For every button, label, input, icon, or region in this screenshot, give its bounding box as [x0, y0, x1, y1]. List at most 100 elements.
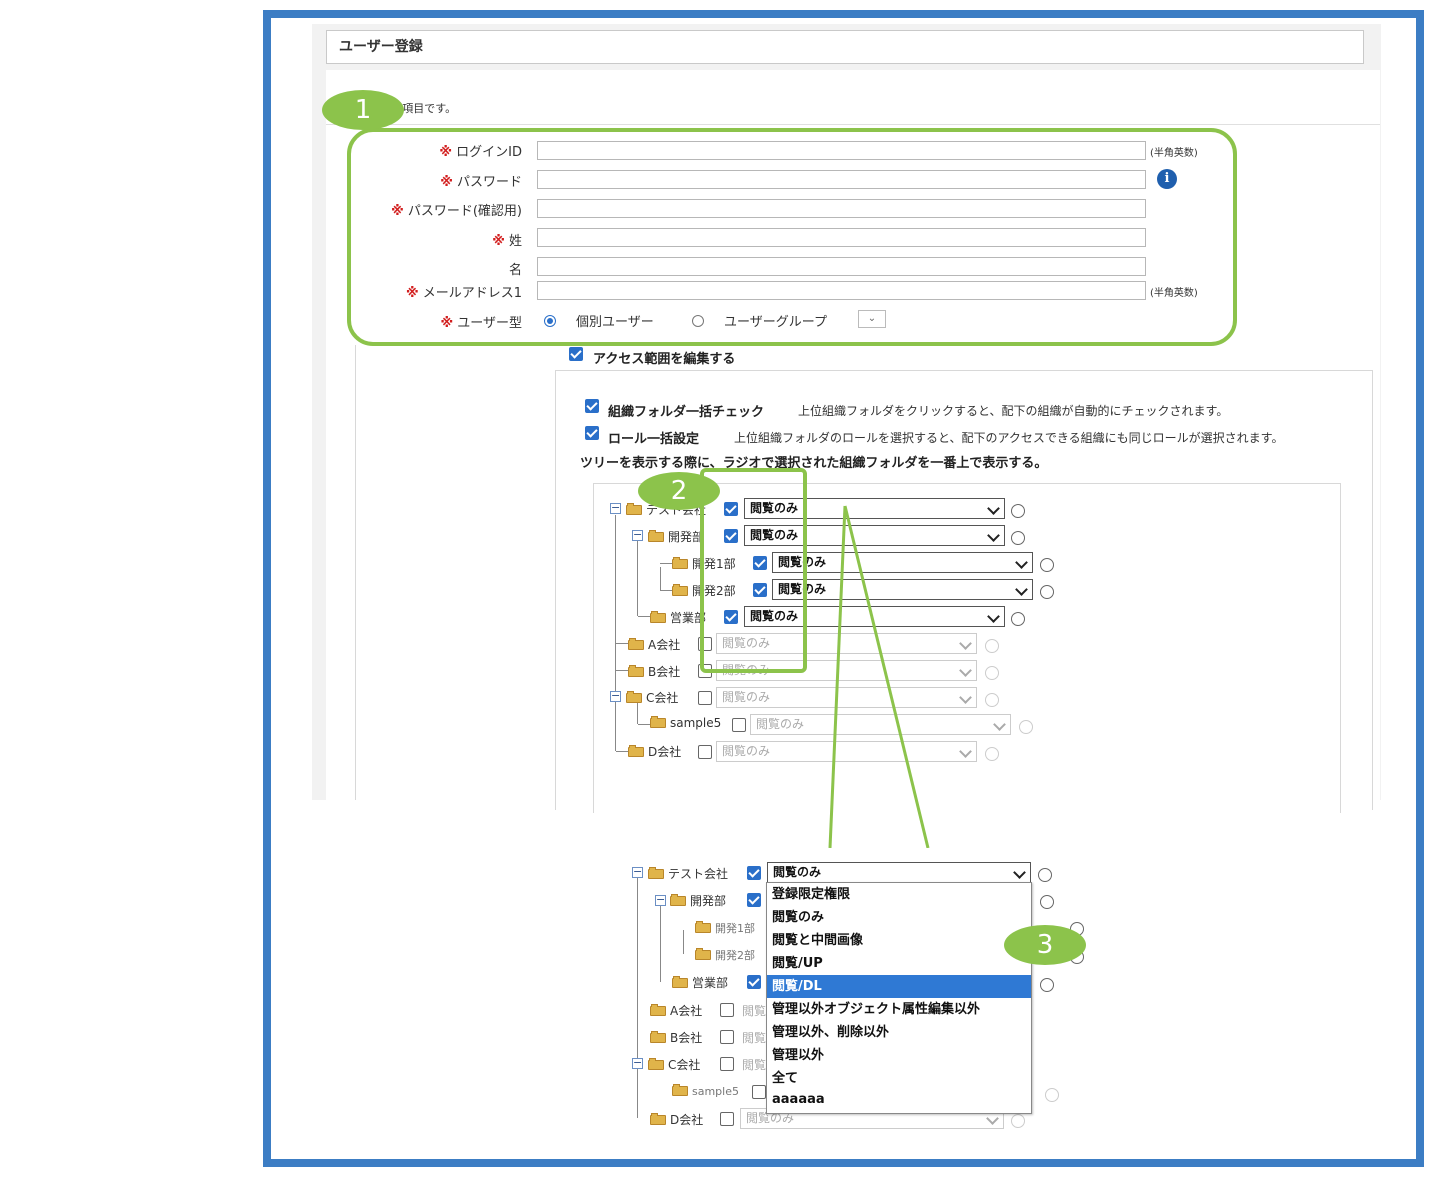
user-type-individual-radio[interactable]	[544, 315, 556, 327]
tree-node[interactable]: B会社	[650, 1029, 702, 1046]
tree-node[interactable]: C会社	[626, 689, 678, 706]
login-id-hint: (半角英数)	[1150, 148, 1198, 159]
tree-checkbox[interactable]	[720, 1057, 734, 1071]
tree-checkbox[interactable]	[720, 1112, 734, 1126]
tree-radio[interactable]	[1040, 978, 1054, 992]
last-name-input[interactable]	[537, 228, 1146, 247]
tree-checkbox[interactable]	[698, 691, 712, 705]
collapse-icon[interactable]: −	[632, 1056, 643, 1069]
dropdown-option[interactable]: 閲覧のみ	[772, 910, 825, 925]
tree-node[interactable]: sample5	[672, 1084, 739, 1098]
callout-3-badge: 3	[1004, 925, 1086, 965]
tree-node[interactable]: D会社	[628, 743, 681, 760]
role-select[interactable]: 閲覧のみ	[750, 714, 1011, 735]
tree-checkbox[interactable]	[720, 1003, 734, 1017]
dropdown-option[interactable]: 管理以外、削除以外	[772, 1025, 890, 1040]
tree-checkbox[interactable]	[747, 866, 761, 880]
role-select[interactable]: 閲覧のみ	[744, 498, 1005, 519]
tree-radio[interactable]	[1011, 612, 1025, 626]
tree-radio[interactable]	[1011, 1114, 1025, 1128]
tree-checkbox[interactable]	[753, 556, 767, 570]
folder-icon	[628, 745, 646, 757]
tree-radio[interactable]	[1011, 504, 1025, 518]
tree-checkbox[interactable]	[747, 975, 761, 989]
info-icon[interactable]: i	[1157, 169, 1177, 189]
tree-radio[interactable]	[1040, 585, 1054, 599]
bulk-check-desc: 上位組織フォルダをクリックすると、配下の組織が自動的にチェックされます。	[798, 404, 1229, 418]
tree-checkbox[interactable]	[753, 583, 767, 597]
tree-node[interactable]: 開発部	[648, 528, 704, 545]
dropdown-option[interactable]: 管理以外オブジェクト属性編集以外	[772, 1002, 981, 1017]
tree-radio[interactable]	[1038, 868, 1052, 882]
tree-node[interactable]: 開発部	[670, 892, 726, 909]
role-bulk-checkbox[interactable]	[585, 426, 599, 440]
tree-radio[interactable]	[1011, 531, 1025, 545]
first-name-label: 名	[508, 263, 522, 278]
dropdown-option[interactable]: 閲覧と中間画像	[772, 933, 864, 948]
collapse-icon[interactable]: −	[632, 528, 643, 541]
tree-line	[660, 567, 661, 590]
email-input[interactable]	[537, 281, 1146, 300]
role-select[interactable]: 閲覧のみ	[772, 552, 1033, 573]
tree-node[interactable]: 営業部	[650, 609, 706, 626]
user-group-select[interactable]: ⌄	[858, 310, 886, 328]
tree-checkbox[interactable]	[732, 718, 746, 732]
tree-radio[interactable]	[1040, 895, 1054, 909]
tree-checkbox[interactable]	[720, 1030, 734, 1044]
tree-node[interactable]: 開発1部	[695, 920, 755, 936]
tree-checkbox[interactable]	[724, 502, 738, 516]
role-select-partial[interactable]: 閲覧	[742, 1004, 767, 1018]
role-dropdown-list[interactable]: 登録限定権限 閲覧のみ 閲覧と中間画像 閲覧/UP 閲覧/DL 管理以外オブジェ…	[766, 882, 1032, 1114]
user-type-group-radio[interactable]	[692, 315, 704, 327]
folder-icon	[628, 638, 646, 650]
tree-node[interactable]: A会社	[628, 636, 680, 653]
tree-checkbox[interactable]	[747, 893, 761, 907]
dropdown-option-highlighted[interactable]: 閲覧/DL	[767, 975, 1031, 998]
tree-node[interactable]: 開発2部	[695, 947, 755, 963]
tree-radio[interactable]	[985, 747, 999, 761]
role-select[interactable]: 閲覧のみ	[716, 687, 977, 708]
tree-radio[interactable]	[985, 693, 999, 707]
role-select-partial[interactable]: 閲覧	[742, 1058, 767, 1072]
tree-node[interactable]: A会社	[650, 1002, 702, 1019]
dropdown-option[interactable]: 閲覧/UP	[772, 956, 823, 971]
dropdown-option[interactable]: 管理以外	[772, 1048, 825, 1063]
tree-checkbox[interactable]	[752, 1085, 766, 1099]
tree-radio[interactable]	[985, 666, 999, 680]
role-select[interactable]: 閲覧のみ	[716, 633, 977, 654]
tree-checkbox[interactable]	[698, 745, 712, 759]
role-select[interactable]: 閲覧のみ	[716, 741, 977, 762]
bulk-check-checkbox[interactable]	[585, 399, 599, 413]
tree-node[interactable]: B会社	[628, 663, 680, 680]
tree-radio[interactable]	[985, 639, 999, 653]
collapse-icon[interactable]: −	[632, 865, 643, 878]
tree-node[interactable]: D会社	[650, 1111, 703, 1128]
dropdown-option[interactable]: 全て	[772, 1071, 799, 1086]
tree-radio[interactable]	[1019, 720, 1033, 734]
folder-icon	[672, 976, 690, 988]
tree-checkbox[interactable]	[724, 610, 738, 624]
password-confirm-input[interactable]	[537, 199, 1146, 218]
tree-node[interactable]: sample5	[650, 716, 721, 730]
tree-checkbox[interactable]	[724, 529, 738, 543]
folder-icon	[650, 716, 668, 728]
login-id-input[interactable]	[537, 141, 1146, 160]
password-input[interactable]	[537, 170, 1146, 189]
dropdown-option[interactable]: aaaaaa	[772, 1092, 825, 1107]
role-bulk-label: ロール一括設定	[608, 432, 700, 447]
collapse-icon[interactable]: −	[610, 501, 621, 514]
first-name-input[interactable]	[537, 257, 1146, 276]
tree-node[interactable]: C会社	[648, 1056, 700, 1073]
dropdown-option[interactable]: 登録限定権限	[772, 887, 851, 902]
collapse-icon[interactable]: −	[655, 893, 666, 906]
role-select[interactable]: 閲覧のみ	[744, 525, 1005, 546]
tree-node[interactable]: 営業部	[672, 974, 728, 991]
role-select-partial[interactable]: 閲覧	[742, 1031, 767, 1045]
tree-radio[interactable]	[1045, 1088, 1059, 1102]
tree-radio[interactable]	[1040, 558, 1054, 572]
tree-node[interactable]: テスト会社	[648, 865, 728, 882]
collapse-icon[interactable]: −	[610, 689, 621, 702]
edit-access-checkbox[interactable]	[569, 347, 583, 361]
role-select[interactable]: 閲覧のみ	[772, 579, 1033, 600]
role-select-open[interactable]: 閲覧のみ	[767, 862, 1031, 883]
